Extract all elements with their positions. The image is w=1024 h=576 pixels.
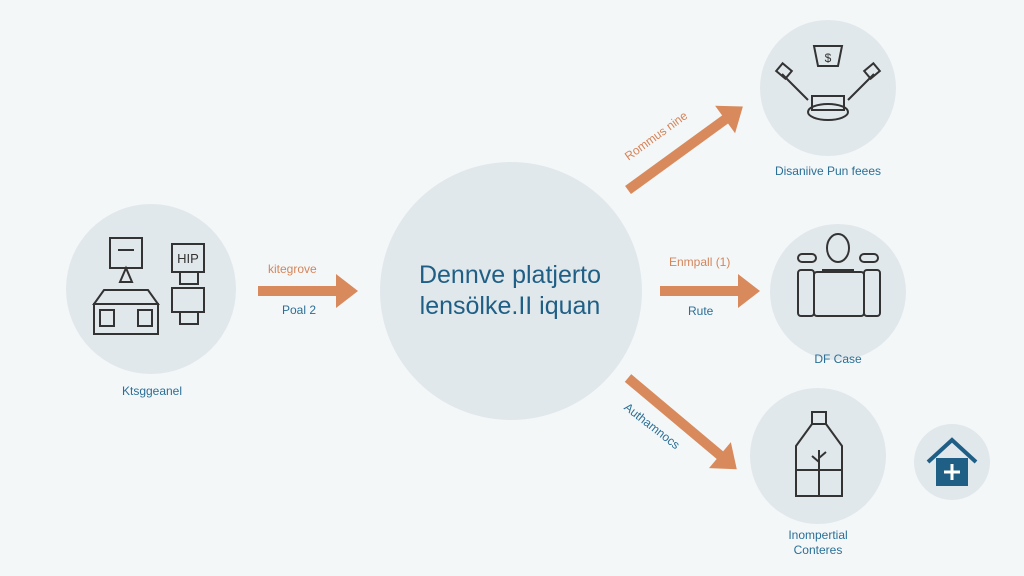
home-plus-icon [926, 437, 978, 486]
dollar-icon-text: $ [825, 51, 832, 65]
mid-arrow-top-label: Enmpall (1) [669, 255, 731, 269]
money-hands-icon [774, 45, 882, 121]
top-arrow [625, 105, 743, 195]
left-arrow-bottom-label: Poal 2 [282, 303, 317, 317]
center-title-line2: lensölke.II iquan [419, 292, 601, 320]
top-right-node-circle [760, 20, 896, 156]
bottom-right-node-label: Inompertial Conteres [788, 528, 847, 558]
left-node-label: Ktsggeanel [121, 384, 183, 398]
mid-arrow [660, 274, 760, 308]
mid-right-node-label: DF Case [814, 352, 862, 366]
bottle-plant-icon [795, 411, 843, 497]
left-node-circle [66, 204, 236, 374]
people-desk-icon [797, 233, 881, 317]
bottom-arrow [624, 374, 737, 470]
building-device-icon [92, 237, 205, 335]
left-arrow [258, 274, 358, 308]
center-title: Dennve platjerto lensölke.II iquan [380, 260, 640, 322]
top-right-node-label: Disaniive Pun feees [774, 164, 882, 178]
mid-arrow-bottom-label: Rute [688, 304, 714, 318]
center-title-line1: Dennve platjerto [418, 261, 602, 289]
bottom-right-node-label-line1: Inompertial [788, 528, 848, 542]
mid-right-node-circle [770, 224, 906, 360]
hip-icon-text: HIP [177, 251, 199, 266]
center-circle [380, 162, 642, 420]
left-arrow-top-label: kitegrove [268, 262, 317, 276]
bottom-right-node-label-line2: Conteres [793, 543, 843, 557]
